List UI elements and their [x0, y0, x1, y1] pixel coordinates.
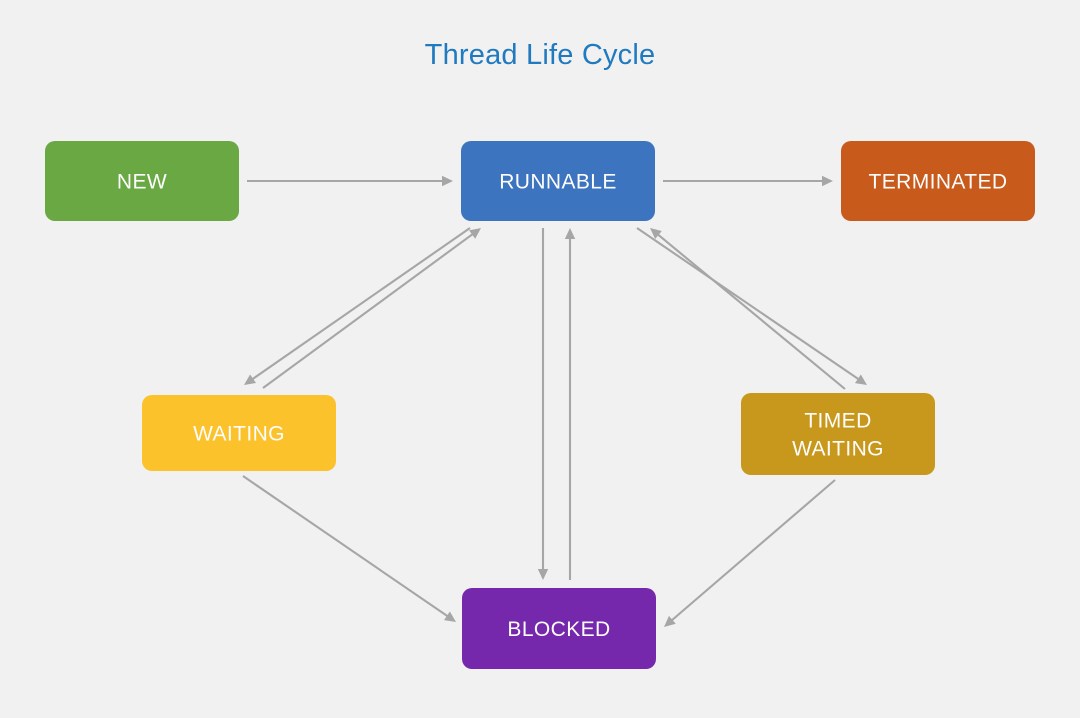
node-box-blocked[interactable] [462, 588, 656, 669]
node-box-runnable[interactable] [461, 141, 655, 221]
arrowhead-icon [443, 611, 456, 622]
node-box-waiting[interactable] [142, 395, 336, 471]
edge-line [656, 232, 846, 390]
edge-runnable-to-terminated [663, 175, 833, 187]
node-runnable[interactable]: RUNNABLE [461, 141, 655, 221]
node-waiting[interactable]: WAITING [142, 395, 336, 471]
arrowhead-icon [564, 228, 576, 239]
arrowhead-icon [854, 374, 867, 385]
arrowhead-icon [664, 615, 676, 627]
node-new[interactable]: NEW [45, 141, 239, 221]
page-title: Thread Life Cycle [425, 39, 656, 71]
edge-blocked-to-runnable [564, 228, 576, 580]
node-blocked[interactable]: BLOCKED [462, 588, 656, 669]
edge-line [242, 475, 450, 618]
node-terminated[interactable]: TERMINATED [841, 141, 1035, 221]
edge-timedwaiting-to-runnable [650, 228, 846, 390]
edge-new-to-runnable [247, 175, 453, 187]
node-box-new[interactable] [45, 141, 239, 221]
arrowhead-icon [442, 175, 453, 187]
node-label-timed_waiting: TIMED [804, 410, 871, 433]
edge-line [670, 479, 836, 622]
nodes-layer: NEW RUNNABLE TERMINATED WAITING TIMED WAITING… [45, 141, 1035, 669]
edge-runnable-to-blocked [537, 228, 549, 580]
arrowhead-icon [650, 228, 662, 240]
node-label-terminated: TERMINATED [869, 171, 1008, 194]
node-label-runnable: RUNNABLE [499, 171, 617, 194]
node-box-timed_waiting[interactable] [741, 393, 935, 475]
edge-waiting-to-blocked [242, 475, 456, 622]
edge-line [636, 227, 861, 381]
node-label-blocked: BLOCKED [507, 618, 610, 641]
edge-timedwaiting-to-blocked [664, 479, 836, 627]
edge-line [262, 232, 475, 389]
arrowhead-icon [537, 569, 549, 580]
arrowhead-icon [822, 175, 833, 187]
node-timed_waiting[interactable]: TIMED WAITING [741, 393, 935, 475]
node-box-terminated[interactable] [841, 141, 1035, 221]
arrowhead-icon [469, 228, 481, 239]
edge-line [250, 227, 471, 381]
node-label-new: NEW [117, 171, 167, 194]
edge-runnable-to-waiting [244, 227, 471, 385]
node-label-timed_waiting: WAITING [792, 438, 884, 461]
edge-waiting-to-runnable [262, 228, 481, 389]
edge-runnable-to-timedwaiting [636, 227, 867, 385]
edges-layer [242, 175, 867, 627]
arrowhead-icon [244, 374, 257, 385]
node-label-waiting: WAITING [193, 423, 285, 446]
